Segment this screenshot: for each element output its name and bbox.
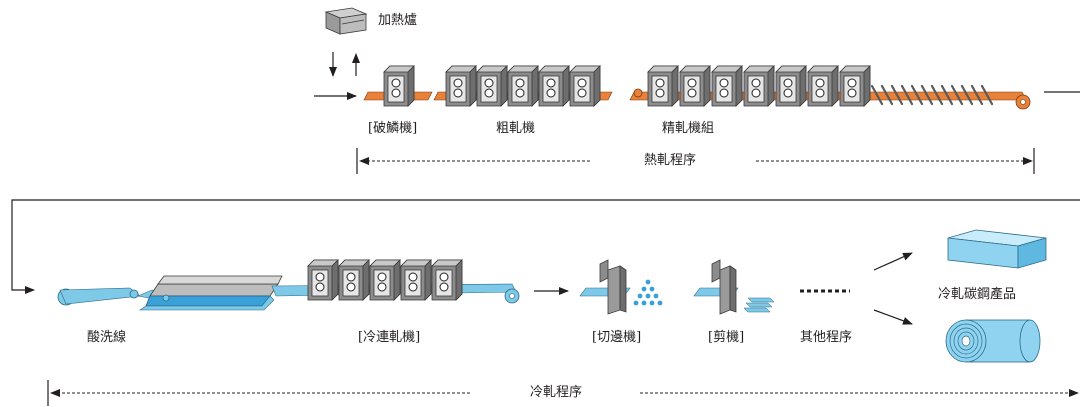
finishing-stand bbox=[839, 65, 871, 107]
tandem-mill-stand bbox=[431, 259, 463, 301]
edge-trimmer-label: [切邊機] bbox=[592, 330, 642, 345]
roughing-stand bbox=[445, 65, 477, 107]
finishing-stand bbox=[743, 65, 775, 107]
roughing-stand bbox=[569, 65, 601, 107]
hot-coiler-icon bbox=[1015, 94, 1031, 110]
tandem-mill-stand bbox=[369, 259, 401, 301]
shear-icon bbox=[693, 259, 775, 315]
finishing-stand bbox=[679, 65, 711, 107]
edge-trimmer-icon bbox=[579, 259, 663, 315]
furnace-label: 加熱爐 bbox=[378, 13, 418, 28]
tandem-mill-label: [冷連軋機] bbox=[358, 330, 421, 345]
pickling-line-label: 酸洗線 bbox=[87, 330, 127, 345]
coil-icon bbox=[945, 319, 1041, 363]
connector-line bbox=[11, 199, 1080, 294]
roughing-mill-label: 粗軋機 bbox=[496, 121, 536, 136]
shear-label: [剪機] bbox=[708, 330, 745, 345]
pickling-line-icon bbox=[57, 275, 283, 311]
finishing-stand bbox=[647, 65, 679, 107]
tandem-mill-stand bbox=[400, 259, 432, 301]
roughing-stand bbox=[538, 65, 570, 107]
finishing-entry-roller bbox=[633, 88, 643, 98]
runout-table-rollers bbox=[870, 84, 994, 106]
roughing-stand bbox=[476, 65, 508, 107]
tandem-mill-stand bbox=[338, 259, 370, 301]
finishing-mill-label: 精軋機組 bbox=[662, 121, 715, 136]
arrow-to-product-block bbox=[873, 252, 913, 271]
roughing-stand bbox=[507, 65, 539, 107]
cold-section-label: 冷軋程序 bbox=[530, 385, 583, 400]
finishing-stand bbox=[711, 65, 743, 107]
finishing-stand bbox=[775, 65, 807, 107]
tandem-mill-stand bbox=[307, 259, 339, 301]
other-process-label: 其他程序 bbox=[800, 330, 853, 345]
finishing-stand bbox=[807, 65, 839, 107]
arrow-to-product-coil bbox=[873, 309, 913, 325]
furnace-icon bbox=[324, 7, 368, 35]
cold-coiler-icon bbox=[504, 288, 520, 304]
product-label: 冷軋碳鋼產品 bbox=[938, 287, 1017, 302]
hot-section-label: 熱軋程序 bbox=[644, 153, 697, 168]
scale-breaker-label: [破鱗機] bbox=[368, 121, 418, 136]
steel-block-icon bbox=[947, 229, 1047, 269]
scale-breaker-stand bbox=[383, 65, 415, 107]
